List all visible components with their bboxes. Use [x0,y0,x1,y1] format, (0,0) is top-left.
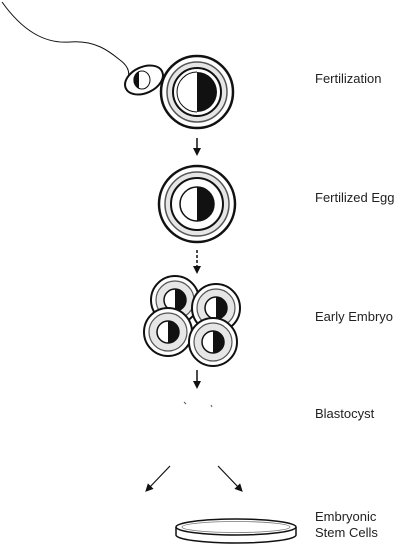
arrow-left [148,466,170,489]
label-blastocyst: Blastocyst [315,406,374,422]
label-stem-cells-line2: Stem Cells [315,525,378,541]
embryo-cell [144,308,192,356]
label-embryonic-stem-cells: Embryonic Stem Cells [315,509,378,541]
petri-dish-icon [176,519,296,543]
label-early-embryo: Early Embryo [315,309,393,325]
fertilized-egg-icon [159,166,235,242]
cell-cluster-icon [144,276,240,366]
embryo-cell [189,318,237,366]
sperm-tail [2,2,129,78]
blastocyst-icon [184,402,212,407]
label-stem-cells-line1: Embryonic [315,509,378,525]
label-fertilized-egg: Fertilized Egg [315,190,394,206]
egg-cell-icon [161,56,233,128]
label-fertilization: Fertilization [315,71,381,87]
arrow-right [218,466,240,489]
